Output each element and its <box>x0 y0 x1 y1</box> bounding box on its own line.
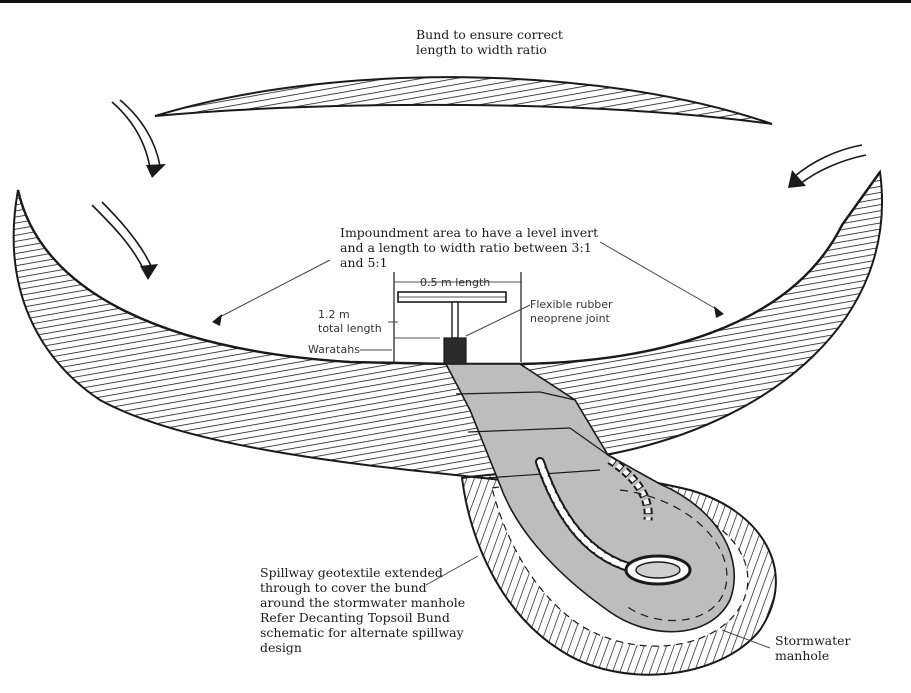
main-bund <box>14 172 882 480</box>
label-total-12: 1.2 m total length <box>318 308 382 336</box>
arrowhead-left <box>212 314 222 326</box>
label-spillway: Spillway geotextile extended through to … <box>260 565 465 655</box>
label-length-05: 0.5 m length <box>420 276 490 290</box>
label-impoundment: Impoundment area to have a level invert … <box>340 225 598 270</box>
label-manhole: Stormwater manhole <box>775 633 851 663</box>
label-waratahs: Waratahs <box>308 343 360 357</box>
label-bund-top: Bund to ensure correct length to width r… <box>416 27 563 57</box>
label-rubber-joint: Flexible rubber neoprene joint <box>530 298 613 326</box>
arrowhead-right <box>714 306 724 318</box>
top-bund <box>155 77 772 124</box>
stormwater-manhole <box>626 556 690 584</box>
